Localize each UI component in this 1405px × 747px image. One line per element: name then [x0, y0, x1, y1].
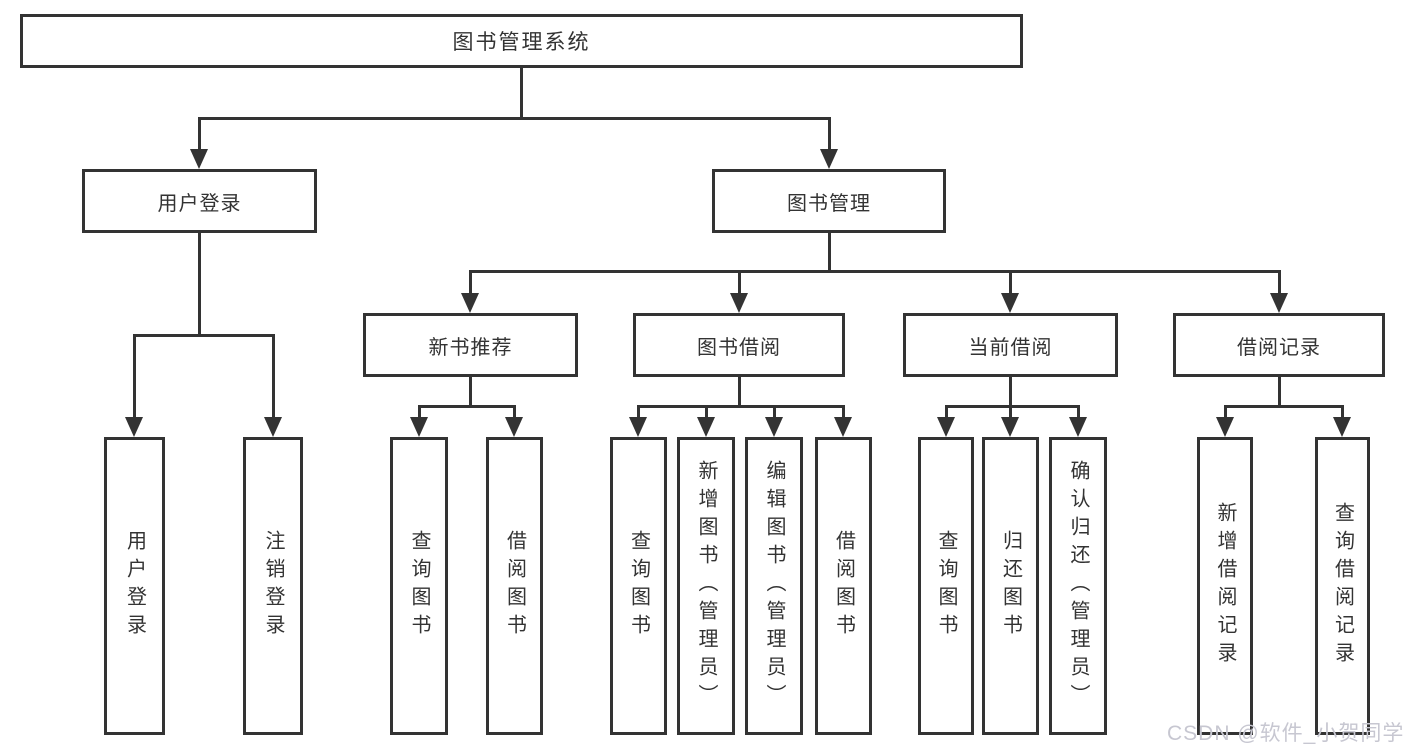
arrow-down-icon [1069, 417, 1087, 437]
arrow-shaft [1278, 270, 1281, 295]
arrow-down-icon [1333, 417, 1351, 437]
leaf-add-borrow-record: 新增借阅记录 [1197, 437, 1253, 735]
arrow-down-icon [937, 417, 955, 437]
arrow-shaft [1009, 405, 1012, 419]
arrow-shaft [1077, 405, 1080, 419]
node-label: 用户登录 [123, 530, 146, 642]
arrow-shaft [1224, 405, 1227, 419]
arrow-shaft [272, 334, 275, 419]
node-label: 确认归还（管理员） [1067, 460, 1089, 712]
arrow-down-icon [697, 417, 715, 437]
arrow-down-icon [834, 417, 852, 437]
node-label: 图书管理 [787, 192, 871, 215]
node-label: 借阅记录 [1237, 336, 1321, 359]
node-book-management: 图书管理 [712, 169, 946, 233]
node-user-login: 用户登录 [82, 169, 317, 233]
arrow-shaft [513, 405, 516, 419]
leaf-edit-books-admin: 编辑图书（管理员） [745, 437, 803, 735]
arrow-shaft [637, 405, 640, 419]
node-label: 查询图书 [408, 530, 430, 642]
connector-vline [738, 377, 741, 408]
connector-hline [418, 405, 516, 408]
arrow-down-icon [505, 417, 523, 437]
leaf-borrowing-query-books: 查询图书 [610, 437, 667, 735]
connector-vline [520, 66, 523, 120]
node-library-management-system: 图书管理系统 [20, 14, 1023, 68]
node-label: 借阅图书 [832, 530, 855, 642]
leaf-return-books: 归还图书 [982, 437, 1039, 735]
leaf-add-books-admin: 新增图书（管理员） [677, 437, 735, 735]
connector-hline [637, 405, 844, 408]
node-label: 图书管理系统 [452, 31, 591, 54]
arrow-down-icon [125, 417, 143, 437]
leaf-user-login: 用户登录 [104, 437, 165, 735]
connector-hline [469, 270, 1281, 273]
arrow-down-icon [190, 149, 208, 169]
arrow-down-icon [1001, 293, 1019, 313]
node-book-borrowing: 图书借阅 [633, 313, 845, 377]
arrow-down-icon [820, 149, 838, 169]
leaf-query-borrow-record: 查询借阅记录 [1315, 437, 1370, 735]
arrow-down-icon [629, 417, 647, 437]
arrow-shaft [842, 405, 845, 419]
node-label: 用户登录 [157, 192, 242, 215]
arrow-shaft [198, 117, 201, 151]
connector-vline [1278, 377, 1281, 408]
node-label: 查询图书 [627, 530, 650, 642]
arrow-shaft [418, 405, 421, 419]
leaf-recommend-query-books: 查询图书 [390, 437, 448, 735]
arrow-shaft [945, 405, 948, 419]
leaf-borrow-books: 借阅图书 [815, 437, 872, 735]
connector-hline [198, 117, 831, 120]
arrow-shaft [773, 405, 776, 419]
arrow-down-icon [765, 417, 783, 437]
node-label: 新增借阅记录 [1214, 502, 1236, 670]
connector-vline [198, 233, 201, 337]
arrow-shaft [1009, 270, 1012, 295]
csdn-watermark: CSDN @软件_小贺同学 [1167, 722, 1405, 745]
leaf-confirm-return-admin: 确认归还（管理员） [1049, 437, 1107, 735]
connector-hline [133, 334, 274, 337]
node-label: 借阅图书 [503, 530, 526, 642]
node-label: 注销登录 [262, 530, 284, 642]
arrow-down-icon [264, 417, 282, 437]
connector-hline [945, 405, 1079, 408]
node-label: 图书借阅 [697, 336, 781, 359]
connector-vline [469, 377, 472, 408]
node-label: 查询借阅记录 [1331, 502, 1354, 670]
arrow-down-icon [730, 293, 748, 313]
node-label: 归还图书 [999, 530, 1022, 642]
node-current-borrowing: 当前借阅 [903, 313, 1118, 377]
arrow-shaft [1341, 405, 1344, 419]
leaf-logout: 注销登录 [243, 437, 303, 735]
arrow-down-icon [1216, 417, 1234, 437]
arrow-shaft [469, 270, 472, 295]
connector-hline [1224, 405, 1344, 408]
node-new-book-recommendation: 新书推荐 [363, 313, 578, 377]
arrow-down-icon [461, 293, 479, 313]
node-borrowing-records: 借阅记录 [1173, 313, 1385, 377]
node-label: 编辑图书（管理员） [763, 460, 785, 712]
arrow-shaft [828, 117, 831, 151]
arrow-down-icon [410, 417, 428, 437]
leaf-current-query-books: 查询图书 [918, 437, 974, 735]
arrow-down-icon [1270, 293, 1288, 313]
leaf-recommend-borrow-books: 借阅图书 [486, 437, 543, 735]
arrow-shaft [738, 270, 741, 295]
arrow-down-icon [1001, 417, 1019, 437]
connector-vline [828, 233, 831, 273]
arrow-shaft [133, 334, 136, 419]
arrow-shaft [705, 405, 708, 419]
node-label: 当前借阅 [968, 336, 1053, 359]
node-label: 新书推荐 [428, 336, 513, 359]
connector-vline [1009, 377, 1012, 408]
node-label: 新增图书（管理员） [695, 460, 717, 712]
node-label: 查询图书 [935, 530, 957, 642]
